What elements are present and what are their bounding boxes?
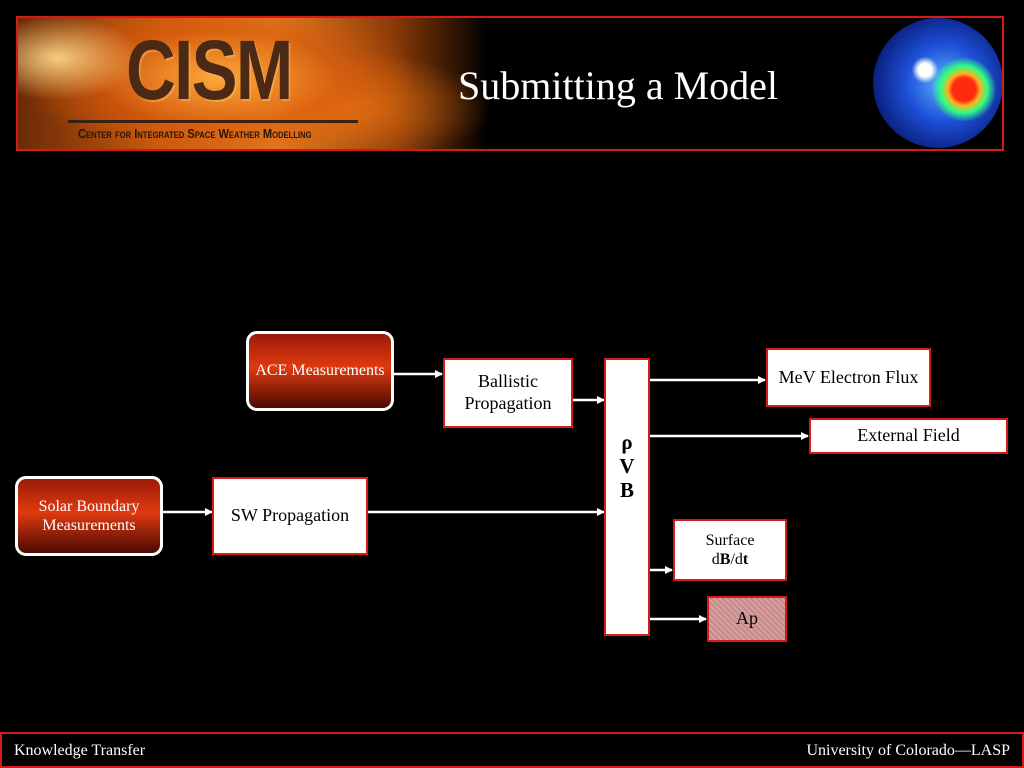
logo-text: CISM [126, 23, 293, 117]
ap-label: Ap [736, 608, 758, 629]
sw-label: SW Propagation [230, 505, 350, 526]
rho-symbol: ρ [621, 430, 633, 454]
plasma-bus-node: ρ V B [604, 358, 650, 636]
dbdt-label: dB/dt [711, 551, 749, 568]
slide-title: Submitting a Model [458, 63, 778, 108]
sw-propagation-node: SW Propagation [212, 477, 368, 555]
solar-boundary-node: Solar Boundary Measurements [15, 476, 163, 556]
external-field-node: External Field [809, 418, 1008, 454]
surface-label: Surface [705, 531, 755, 549]
surface-dbdt-node: Surface dB/dt [673, 519, 787, 581]
footer-left-text: Knowledge Transfer [14, 742, 146, 759]
footer-bar: Knowledge Transfer University of Colorad… [0, 732, 1024, 768]
mev-label: MeV Electron Flux [778, 366, 919, 387]
cism-logo: CISM Center for Integrated Space Weather… [18, 18, 488, 149]
earth-globe-image [873, 18, 1002, 148]
footer-right-text: University of Colorado—LASP [806, 742, 1010, 759]
ballistic-label: Ballistic Propagation [464, 371, 552, 413]
ace-label: ACE Measurements [255, 362, 385, 380]
logo-subtitle: Center for Integrated Space Weather Mode… [78, 126, 312, 141]
ap-index-node: Ap [707, 596, 787, 642]
ballistic-propagation-node: Ballistic Propagation [443, 358, 573, 428]
v-symbol: V [619, 454, 635, 479]
mev-electron-flux-node: MeV Electron Flux [766, 348, 931, 407]
logo-divider [68, 120, 358, 123]
solar-label: Solar Boundary Measurements [38, 497, 140, 534]
external-label: External Field [857, 425, 960, 446]
b-symbol: B [619, 478, 634, 503]
ace-measurements-node: ACE Measurements [246, 331, 394, 411]
header-banner: CISM Center for Integrated Space Weather… [16, 16, 1004, 151]
